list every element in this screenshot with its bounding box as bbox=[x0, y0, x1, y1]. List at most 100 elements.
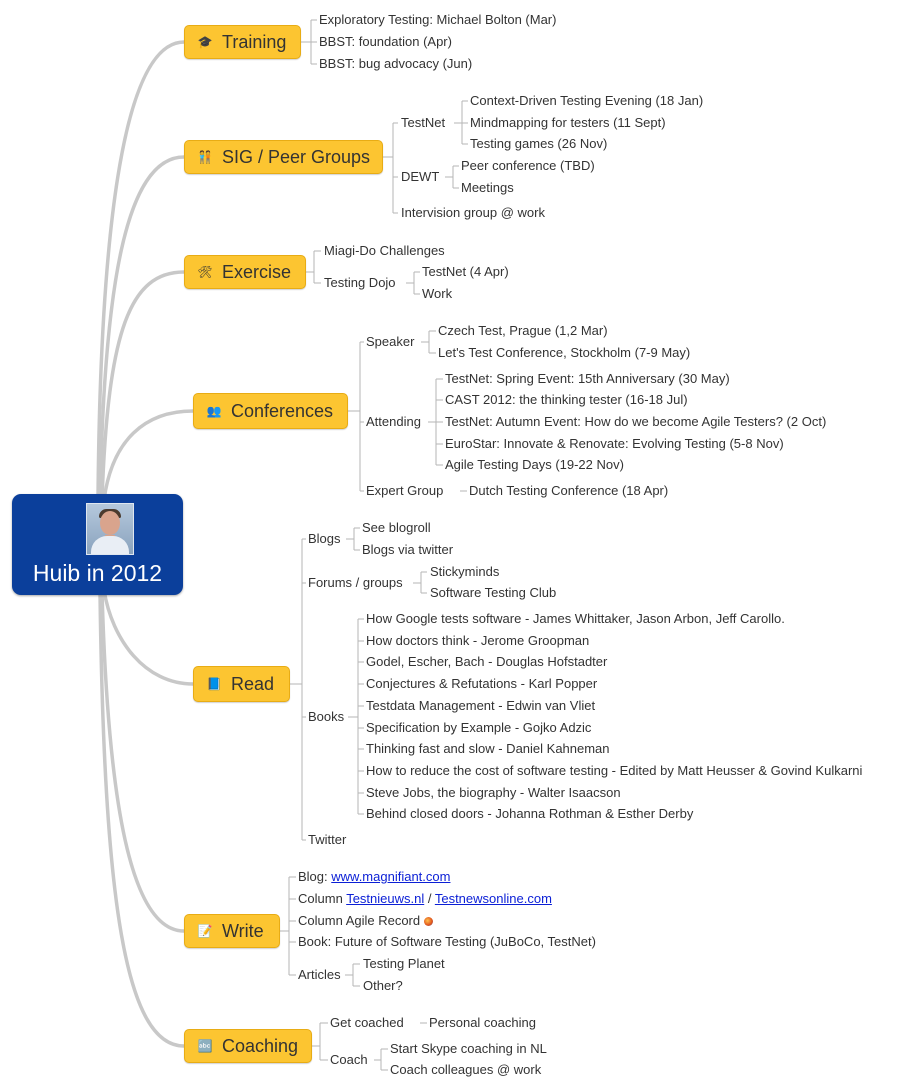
sig-testnet-item[interactable]: Context-Driven Testing Evening (18 Jan) bbox=[470, 93, 704, 108]
branch-sig bbox=[98, 155, 186, 502]
sig-testnet[interactable]: TestNet bbox=[401, 115, 446, 130]
bracket-dewt bbox=[445, 165, 459, 189]
sig-testnet-item[interactable]: Testing games (26 Nov) bbox=[470, 136, 608, 151]
topic-read-label: Read bbox=[231, 673, 275, 694]
graduation-cap-icon: 🎓 bbox=[197, 35, 213, 49]
write-articles[interactable]: Articles bbox=[298, 967, 341, 982]
write-blog[interactable]: Blog: www.magnifiant.com bbox=[298, 869, 450, 885]
conf-speaker[interactable]: Speaker bbox=[366, 334, 415, 349]
person-photo-icon bbox=[86, 503, 134, 555]
bracket-testnet bbox=[454, 100, 468, 145]
bracket-exercise bbox=[306, 250, 321, 284]
write-column[interactable]: Column Testnieuws.nl / Testnewsonline.co… bbox=[298, 891, 552, 907]
branch-write bbox=[100, 590, 186, 933]
sig-dewt[interactable]: DEWT bbox=[401, 169, 440, 184]
topic-write[interactable]: 📝 Write bbox=[184, 914, 280, 948]
topic-write-label: Write bbox=[222, 920, 264, 941]
write-agile-record-label: Column Agile Record bbox=[298, 913, 421, 928]
central-topic-title: Huib in 2012 bbox=[32, 560, 163, 586]
exercise-dojo-item[interactable]: Work bbox=[422, 286, 453, 301]
chalkboard-icon: 🔤 bbox=[197, 1039, 213, 1053]
topic-sig-label: SIG / Peer Groups bbox=[222, 146, 371, 167]
read-blogs-item[interactable]: Blogs via twitter bbox=[362, 542, 454, 557]
topic-conferences[interactable]: 👥 Conferences bbox=[193, 393, 348, 429]
avatar-head bbox=[100, 511, 120, 535]
topic-exercise[interactable]: 🛠 Exercise bbox=[184, 255, 306, 289]
sig-testnet-item[interactable]: Mindmapping for testers (11 Sept) bbox=[470, 115, 666, 130]
bracket-speaker bbox=[421, 330, 436, 354]
bracket-articles bbox=[345, 963, 360, 987]
conf-expert[interactable]: Expert Group bbox=[366, 483, 444, 498]
read-book-item[interactable]: Specification by Example - Gojko Adzic bbox=[366, 720, 592, 735]
read-book-item[interactable]: Conjectures & Refutations - Karl Popper bbox=[366, 676, 598, 691]
audience-icon: 👥 bbox=[206, 404, 222, 418]
sig-dewt-item[interactable]: Peer conference (TBD) bbox=[461, 158, 595, 173]
exercise-dojo[interactable]: Testing Dojo bbox=[324, 275, 396, 290]
bracket-attending bbox=[428, 378, 443, 466]
bracket-sig bbox=[383, 122, 398, 214]
branch-training bbox=[96, 40, 186, 502]
coaching-get-coached[interactable]: Get coached bbox=[330, 1015, 404, 1030]
exercise-miagi[interactable]: Miagi-Do Challenges bbox=[324, 243, 445, 258]
write-agile-record[interactable]: Column Agile Record bbox=[298, 913, 434, 929]
coaching-coach-item[interactable]: Start Skype coaching in NL bbox=[390, 1041, 547, 1056]
topic-coaching[interactable]: 🔤 Coaching bbox=[184, 1029, 312, 1063]
exercise-dojo-item[interactable]: TestNet (4 Apr) bbox=[422, 264, 509, 279]
read-forums-item[interactable]: Stickyminds bbox=[430, 564, 500, 579]
read-book-item[interactable]: How to reduce the cost of software testi… bbox=[366, 763, 863, 778]
conf-attending[interactable]: Attending bbox=[366, 414, 421, 429]
tools-icon: 🛠 bbox=[197, 265, 213, 279]
conf-speaker-item[interactable]: Czech Test, Prague (1,2 Mar) bbox=[438, 323, 608, 338]
topic-coaching-label: Coaching bbox=[222, 1035, 299, 1056]
training-item[interactable]: Exploratory Testing: Michael Bolton (Mar… bbox=[319, 12, 557, 27]
book-icon: 📘 bbox=[206, 677, 222, 691]
topic-training[interactable]: 🎓 Training bbox=[184, 25, 301, 59]
conf-attending-item[interactable]: EuroStar: Innovate & Renovate: Evolving … bbox=[445, 436, 784, 451]
read-blogs[interactable]: Blogs bbox=[308, 531, 341, 546]
write-column-link-testnieuws[interactable]: Testnieuws.nl bbox=[346, 891, 425, 906]
write-articles-item[interactable]: Testing Planet bbox=[363, 956, 445, 971]
read-books[interactable]: Books bbox=[308, 709, 345, 724]
read-forums[interactable]: Forums / groups bbox=[308, 575, 403, 590]
read-book-item[interactable]: Testdata Management - Edwin van Vliet bbox=[366, 698, 596, 713]
training-item[interactable]: BBST: bug advocacy (Jun) bbox=[319, 56, 473, 71]
read-book-item[interactable]: Behind closed doors - Johanna Rothman & … bbox=[366, 806, 694, 821]
conf-attending-item[interactable]: CAST 2012: the thinking tester (16-18 Ju… bbox=[445, 392, 688, 407]
read-forums-item[interactable]: Software Testing Club bbox=[430, 585, 557, 600]
read-book-item[interactable]: Thinking fast and slow - Daniel Kahneman bbox=[366, 741, 610, 756]
coaching-coach-item[interactable]: Coach colleagues @ work bbox=[390, 1062, 542, 1077]
topic-training-label: Training bbox=[222, 31, 287, 52]
topic-exercise-label: Exercise bbox=[222, 261, 292, 282]
bracket-training bbox=[301, 19, 317, 65]
sig-dewt-item[interactable]: Meetings bbox=[461, 180, 514, 195]
conf-attending-item[interactable]: TestNet: Spring Event: 15th Anniversary … bbox=[445, 371, 730, 386]
write-column-link-testnewsonline[interactable]: Testnewsonline.com bbox=[434, 891, 552, 906]
write-book[interactable]: Book: Future of Software Testing (JuBoCo… bbox=[298, 934, 596, 949]
coaching-personal[interactable]: Personal coaching bbox=[429, 1015, 536, 1030]
bracket-coaching bbox=[312, 1022, 328, 1061]
read-book-item[interactable]: How doctors think - Jerome Groopman bbox=[366, 633, 590, 648]
conf-speaker-item[interactable]: Let's Test Conference, Stockholm (7-9 Ma… bbox=[438, 345, 691, 360]
topic-read[interactable]: 📘 Read bbox=[193, 666, 290, 702]
central-topic[interactable]: Huib in 2012 bbox=[12, 494, 183, 595]
topic-conferences-label: Conferences bbox=[231, 400, 334, 421]
topic-sig-peer-groups[interactable]: 🧑‍🤝‍🧑 SIG / Peer Groups bbox=[184, 140, 383, 174]
read-book-item[interactable]: Godel, Escher, Bach - Douglas Hofstadter bbox=[366, 654, 608, 669]
sig-intervision[interactable]: Intervision group @ work bbox=[401, 205, 545, 220]
read-book-item[interactable]: Steve Jobs, the biography - Walter Isaac… bbox=[366, 785, 621, 800]
read-blogs-item[interactable]: See blogroll bbox=[362, 520, 431, 535]
coaching-coach[interactable]: Coach bbox=[330, 1052, 368, 1067]
conf-expert-item[interactable]: Dutch Testing Conference (18 Apr) bbox=[469, 483, 669, 498]
write-articles-item[interactable]: Other? bbox=[363, 978, 403, 993]
firefox-icon[interactable] bbox=[424, 917, 434, 927]
training-item[interactable]: BBST: foundation (Apr) bbox=[319, 34, 452, 49]
conf-attending-item[interactable]: TestNet: Autumn Event: How do we become … bbox=[445, 414, 827, 429]
bracket-dojo bbox=[406, 271, 420, 295]
read-twitter[interactable]: Twitter bbox=[308, 832, 347, 847]
branch-coaching bbox=[98, 590, 186, 1048]
pencil-note-icon: 📝 bbox=[197, 924, 213, 938]
write-blog-link[interactable]: www.magnifiant.com bbox=[331, 869, 451, 884]
read-book-item[interactable]: How Google tests software - James Whitta… bbox=[366, 611, 785, 626]
write-column-prefix: Column bbox=[298, 891, 347, 906]
conf-attending-item[interactable]: Agile Testing Days (19-22 Nov) bbox=[445, 457, 624, 472]
